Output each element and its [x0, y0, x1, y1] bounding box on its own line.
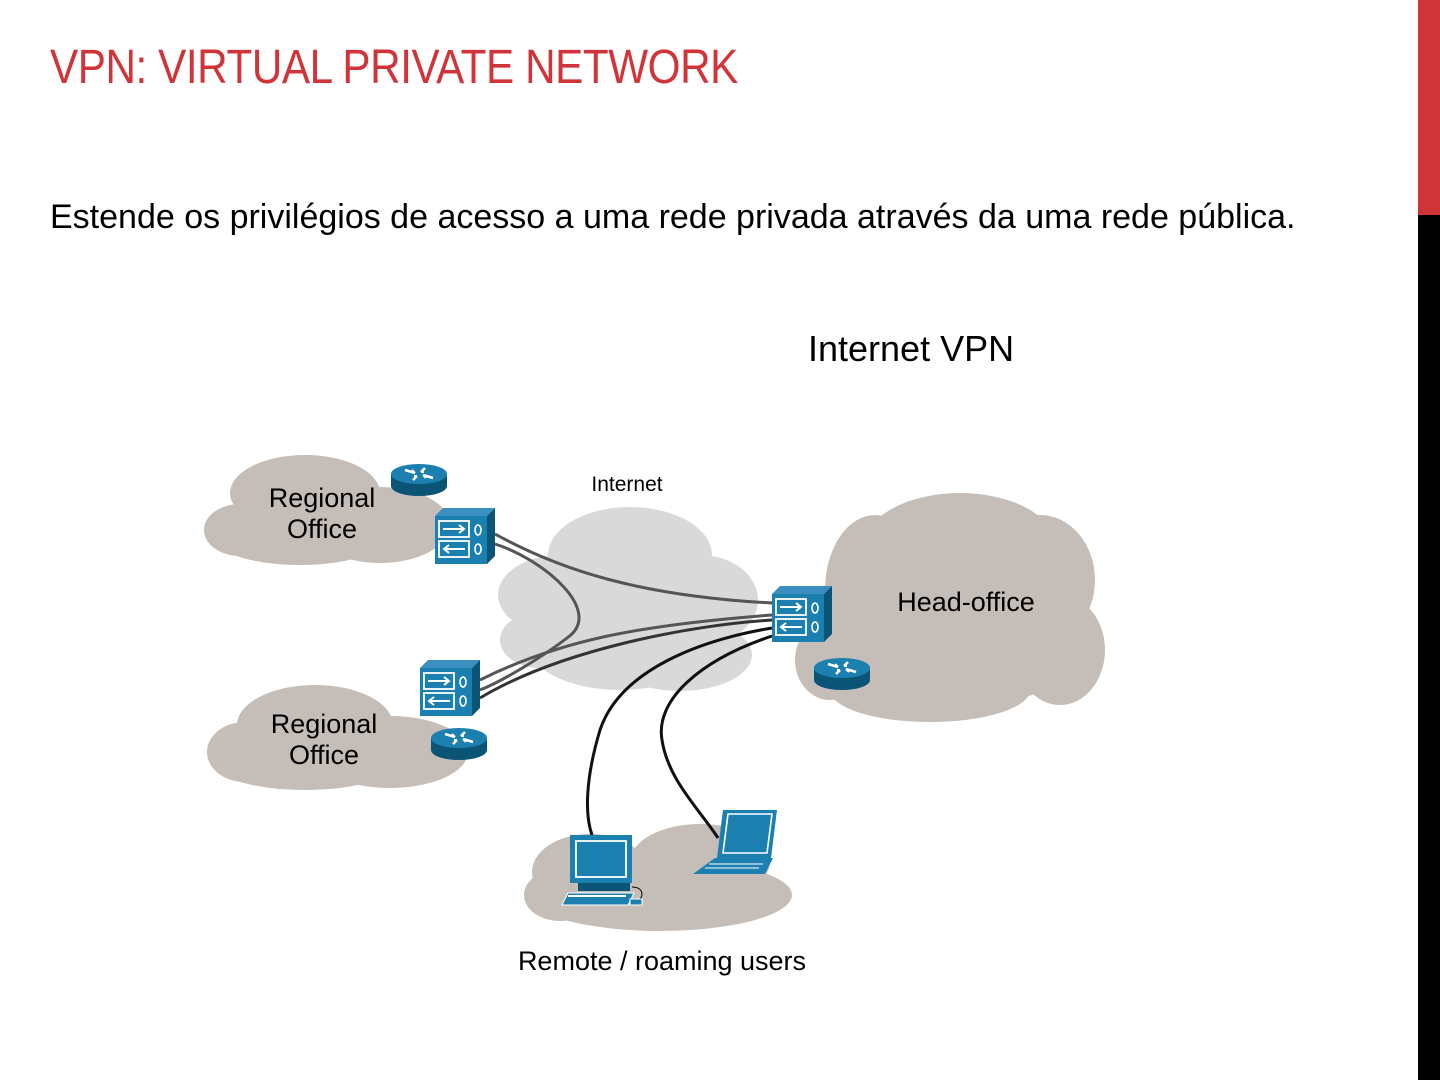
slide-title: VPN: VIRTUAL PRIVATE NETWORK — [50, 41, 738, 94]
accent-bar-black — [1418, 215, 1440, 1080]
firewall-icon — [419, 659, 481, 717]
vpn-tunnels — [479, 532, 773, 839]
head-office-cloud — [795, 493, 1105, 722]
regional-office-bottom-label-line2: Office — [289, 740, 359, 770]
head-office-label: Head-office — [897, 587, 1035, 617]
firewall-icon — [434, 507, 496, 565]
regional-office-bottom-label-line1: Regional — [271, 709, 378, 739]
laptop-icon — [693, 810, 777, 874]
regional-office-bottom-cloud — [207, 685, 468, 790]
router-icon — [389, 462, 449, 498]
accent-bar-red — [1418, 0, 1440, 215]
desktop-computer-icon — [561, 835, 643, 906]
regional-office-top-label-line1: Regional — [269, 483, 376, 513]
regional-office-top-cloud — [204, 455, 450, 565]
internet-label: Internet — [591, 473, 662, 496]
firewall-icon — [771, 585, 833, 643]
router-icon — [429, 726, 489, 762]
regional-office-top-label-line2: Office — [287, 514, 357, 544]
slide-body-text: Estende os privilégios de acesso a uma r… — [50, 198, 1296, 236]
router-icon — [812, 656, 872, 692]
remote-users-label: Remote / roaming users — [518, 946, 806, 976]
diagram-title: Internet VPN — [808, 328, 1015, 369]
